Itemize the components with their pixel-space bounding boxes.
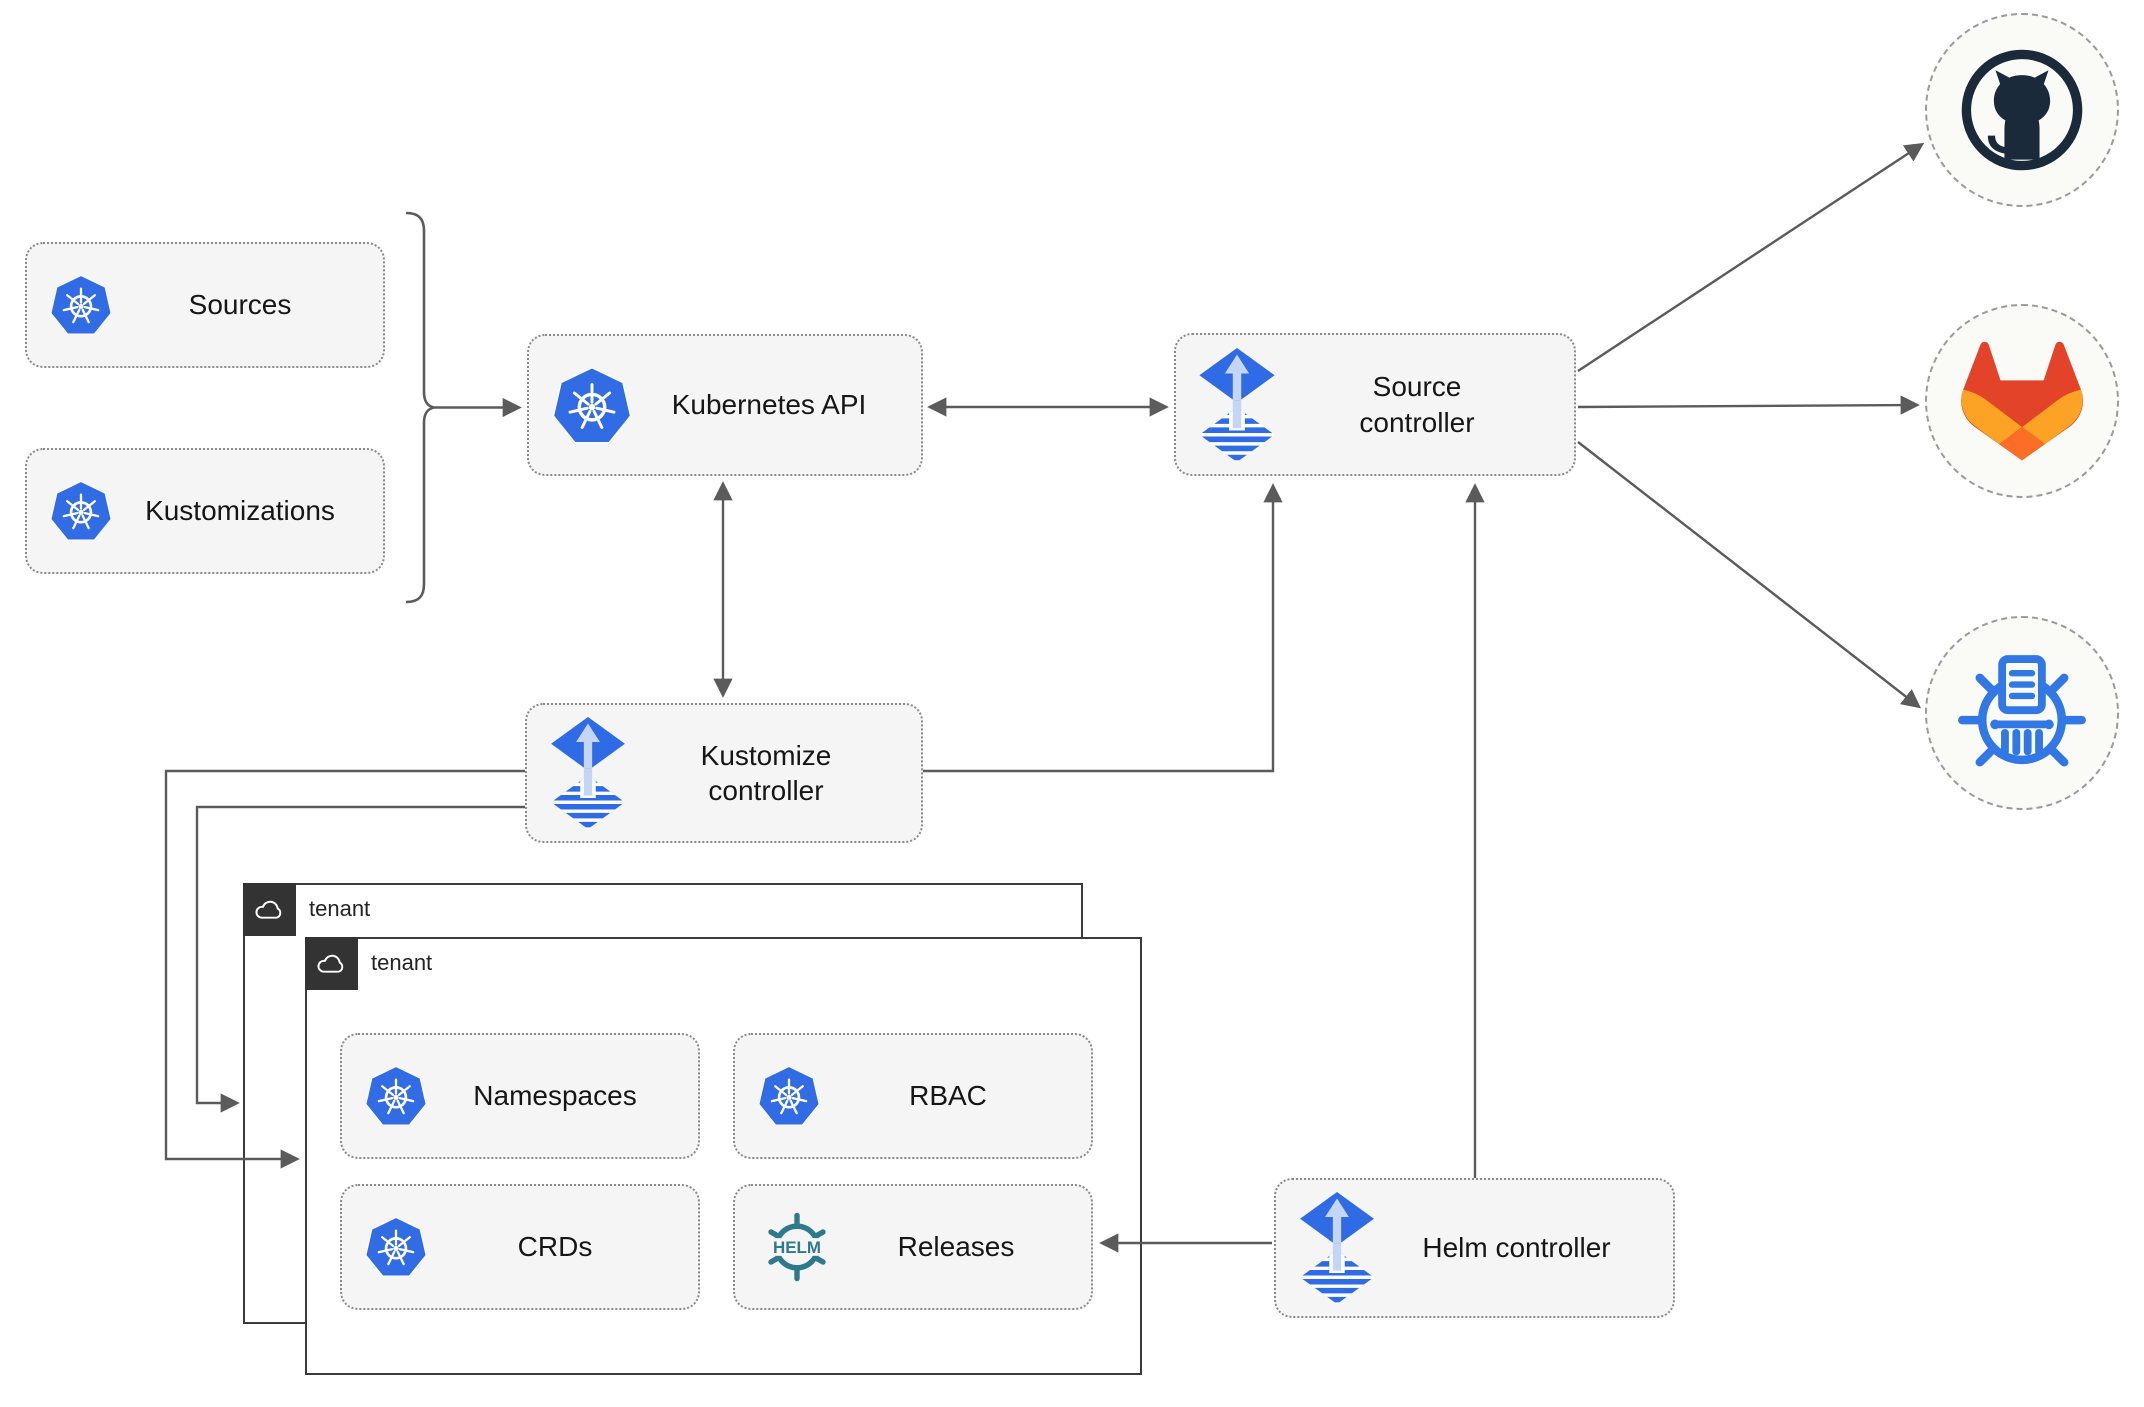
chartmuseum-icon [1958,655,2086,767]
node-helm-controller-label: Helm controller [1422,1232,1611,1264]
node-sources: Sources [25,242,385,368]
cloud-icon [317,954,344,973]
kubernetes-icon [49,274,113,336]
node-crds: CRDs [340,1184,700,1310]
node-rbac-label: RBAC [909,1080,987,1112]
node-sources-label: Sources [188,289,292,321]
tenant-label: tenant [309,896,371,921]
kubernetes-icon [757,1065,821,1127]
node-helm-controller: Helm controller [1274,1178,1675,1318]
arrow-sourcecontroller-to-gitlab [1577,395,1920,415]
kubernetes-icon [364,1065,428,1127]
arrow-sourcecontroller-to-chartmuseum [1577,441,1922,709]
node-namespaces-label: Namespaces [473,1080,637,1112]
node-kustomizations: Kustomizations [25,448,385,574]
kubernetes-icon [364,1216,428,1278]
node-releases-label: Releases [897,1231,1015,1263]
node-kubernetes-api-label: Kubernetes API [671,389,867,421]
node-kustomize-controller-label: Kustomize controller [700,739,832,806]
github-icon [1961,49,2083,171]
kubernetes-icon [551,366,633,445]
node-source-controller-label: Source controller [1359,371,1475,438]
arrow-kustomizecontroller-to-tenant-front [164,769,525,1169]
helm-icon: HELM [757,1210,837,1284]
flux-icon [1298,1192,1376,1304]
node-namespaces: Namespaces [340,1033,700,1159]
node-crds-label: CRDs [517,1231,593,1263]
node-rbac: RBAC [733,1033,1093,1159]
brace-sources-kustomizations [405,211,435,604]
external-gitlab [1925,304,2119,498]
arrow-kustomizecontroller-to-sourcecontroller [923,483,1283,773]
external-github [1925,13,2119,207]
arrow-kustomizecontroller-to-tenant-back [195,805,525,1113]
node-kustomize-controller: Kustomize controller [525,703,923,843]
node-source-controller: Source controller [1174,333,1576,476]
node-releases: HELM Releases [733,1184,1093,1310]
node-kubernetes-api: Kubernetes API [527,334,923,476]
external-chartmuseum [1925,616,2119,810]
tenant-header [304,936,358,990]
arrow-sourcecontroller-to-github [1577,142,1925,373]
kubernetes-icon [49,480,113,542]
tenant-header [242,882,296,936]
flux-icon [549,717,627,829]
tenant-label: tenant [371,950,433,975]
flux-icon [1198,348,1276,462]
gitlab-icon [1961,341,2084,461]
helm-wordmark: HELM [773,1238,821,1257]
node-kustomizations-label: Kustomizations [145,495,335,527]
cloud-icon [255,900,282,919]
